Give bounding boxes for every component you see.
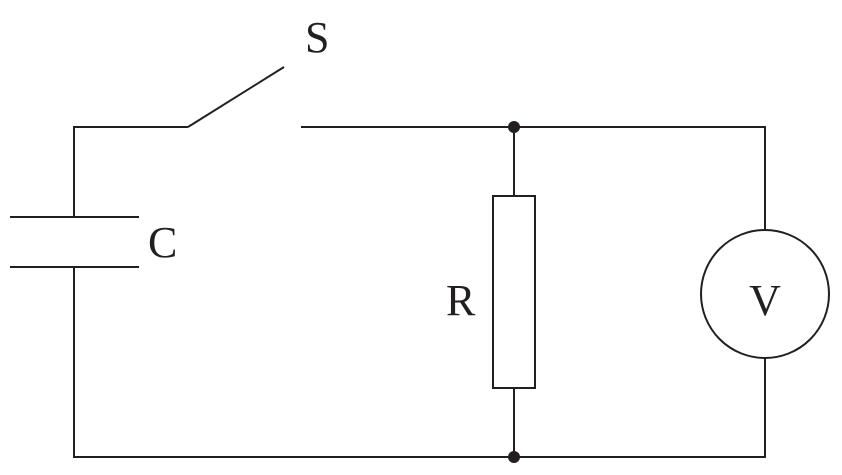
wire-left-top (73, 126, 188, 217)
junction-top (508, 121, 520, 133)
wire-top-right (301, 126, 766, 229)
resistor-label: R (446, 276, 476, 325)
switch-label: S (305, 13, 329, 62)
junction-bottom (508, 451, 520, 463)
capacitor-label: C (148, 218, 177, 267)
voltmeter-label: V (749, 276, 781, 325)
switch-blade (187, 66, 285, 128)
wire-left-bottom (73, 267, 514, 458)
wire-voltmeter-bottom (514, 358, 766, 458)
resistor (492, 195, 536, 389)
